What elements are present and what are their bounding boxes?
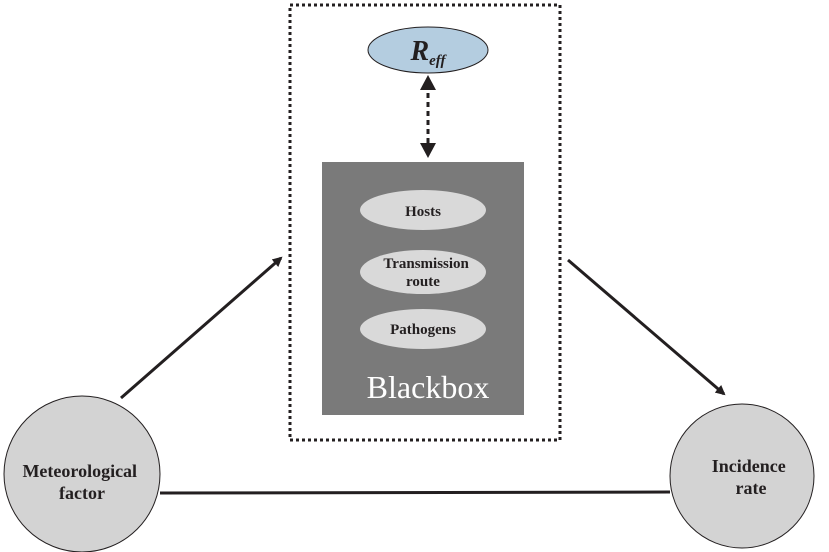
transmission-line-1: Transmission [383,256,469,272]
meteorological-to-blackbox-arrow [120,256,283,400]
meteorological-line-1: Meteorological [22,461,137,481]
meteorological-factor-circle [3,395,161,552]
baseline-connector [159,490,671,495]
transmission-route-label: Transmission route [383,256,472,290]
pathogens-ellipse [360,309,486,349]
pathogens-label: Pathogens [390,322,456,338]
dashed-boundary-box [288,3,562,442]
reff-ellipse [367,26,489,74]
incidence-line-2: rate [736,478,767,498]
blackbox-to-incidence-arrow [567,258,726,396]
arrowhead-down-icon [420,143,436,158]
incidence-rate-label: Incidence rate [712,456,791,498]
meteorological-line-2: factor [59,483,105,503]
meteorological-factor-label: Meteorological factor [22,461,141,503]
incidence-rate-circle [669,403,815,549]
incidence-line-1: Incidence [712,456,786,476]
transmission-route-ellipse [360,250,486,294]
hosts-ellipse [360,190,486,230]
reff-label: Reff [409,36,447,69]
transmission-line-2: route [406,274,440,290]
hosts-label: Hosts [405,204,441,220]
arrowhead-up-icon [420,75,436,90]
blackbox-label: Blackbox [367,369,490,405]
